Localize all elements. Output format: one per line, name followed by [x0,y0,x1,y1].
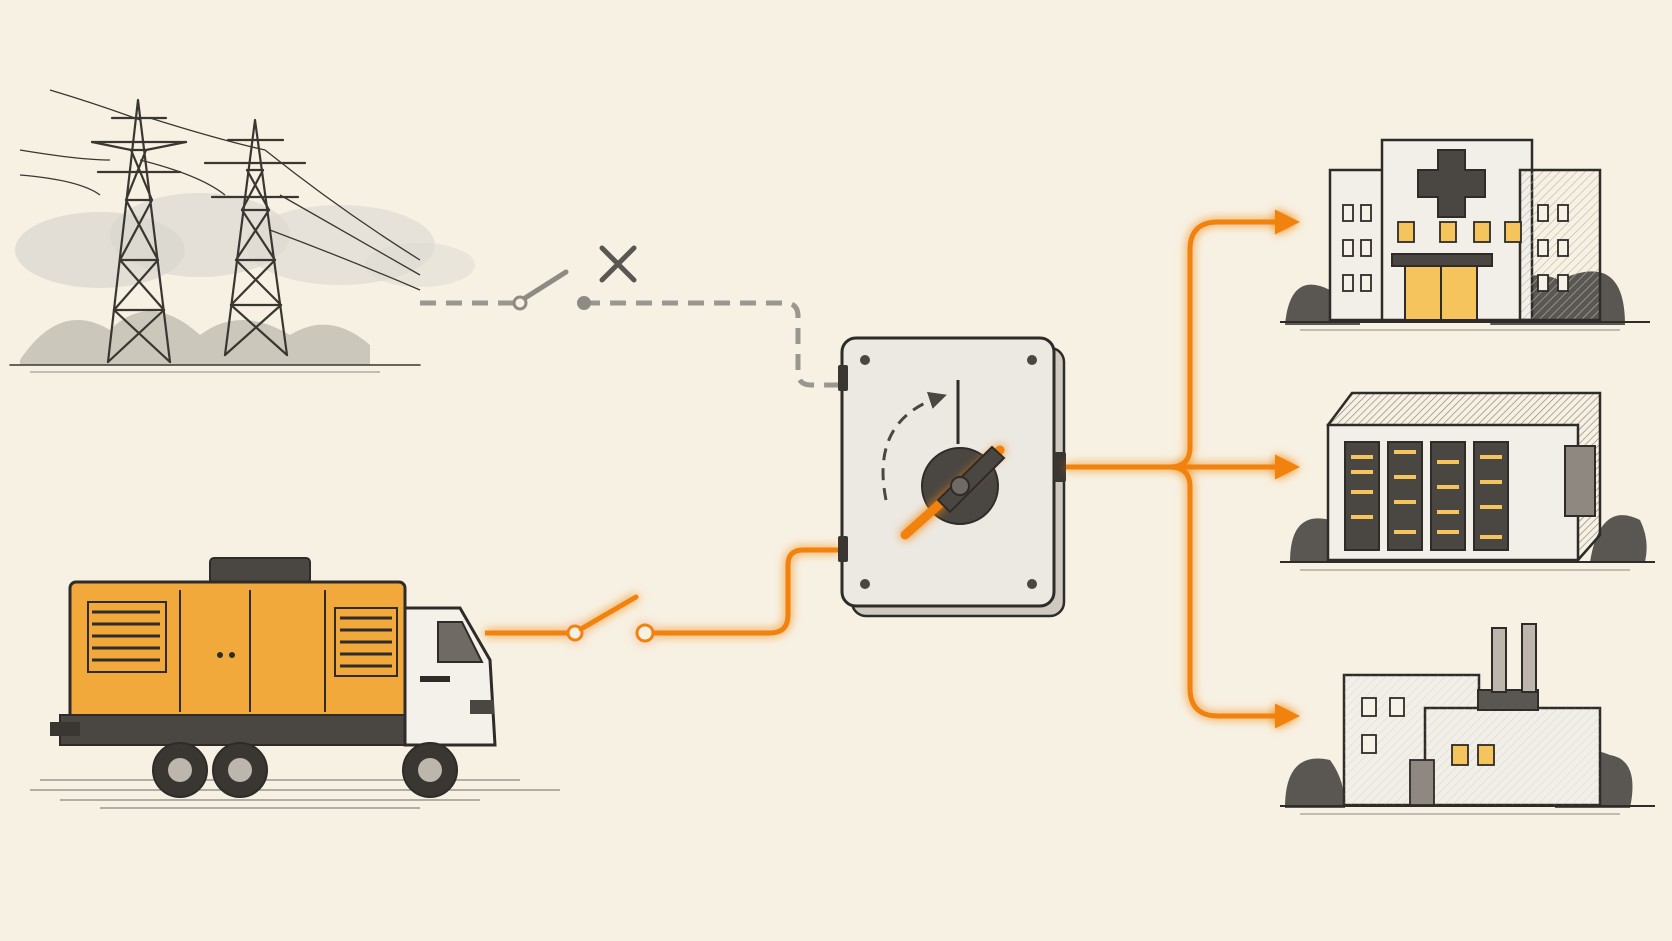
disconnected-x-icon [599,245,637,283]
utility-grid [9,89,475,373]
factory-windows [1361,697,1495,806]
hospital-windows [1342,204,1569,292]
generator-feed-line [485,547,840,643]
vent-grille [92,610,392,668]
power-lines [19,89,421,291]
power-pylon-icon [203,118,307,357]
truck-wheels [152,742,458,798]
server-lights [1351,450,1502,539]
generator-breaker-closed-icon [566,594,655,643]
data-center [1280,391,1655,571]
switch-handle-icon [900,445,1006,540]
power-pylon-icon [90,98,188,364]
backup-generator [30,557,560,809]
server-racks [1344,441,1509,551]
factory-icon [1280,623,1655,815]
ground-hatching [30,779,560,809]
data-center-icon [1280,391,1655,571]
grid-feed-line [420,245,840,388]
transfer-switch [838,336,1066,618]
panel-screws [860,355,1037,589]
output-lines [1066,209,1300,729]
generator-truck-icon [50,557,497,798]
ground-bushes [9,311,421,373]
hospital-icon [1280,138,1650,331]
factory [1280,623,1655,815]
cloud-shading [15,193,475,288]
hospital [1280,138,1650,331]
grid-breaker-open-icon [512,269,591,311]
transfer-switch-icon [838,336,1066,618]
